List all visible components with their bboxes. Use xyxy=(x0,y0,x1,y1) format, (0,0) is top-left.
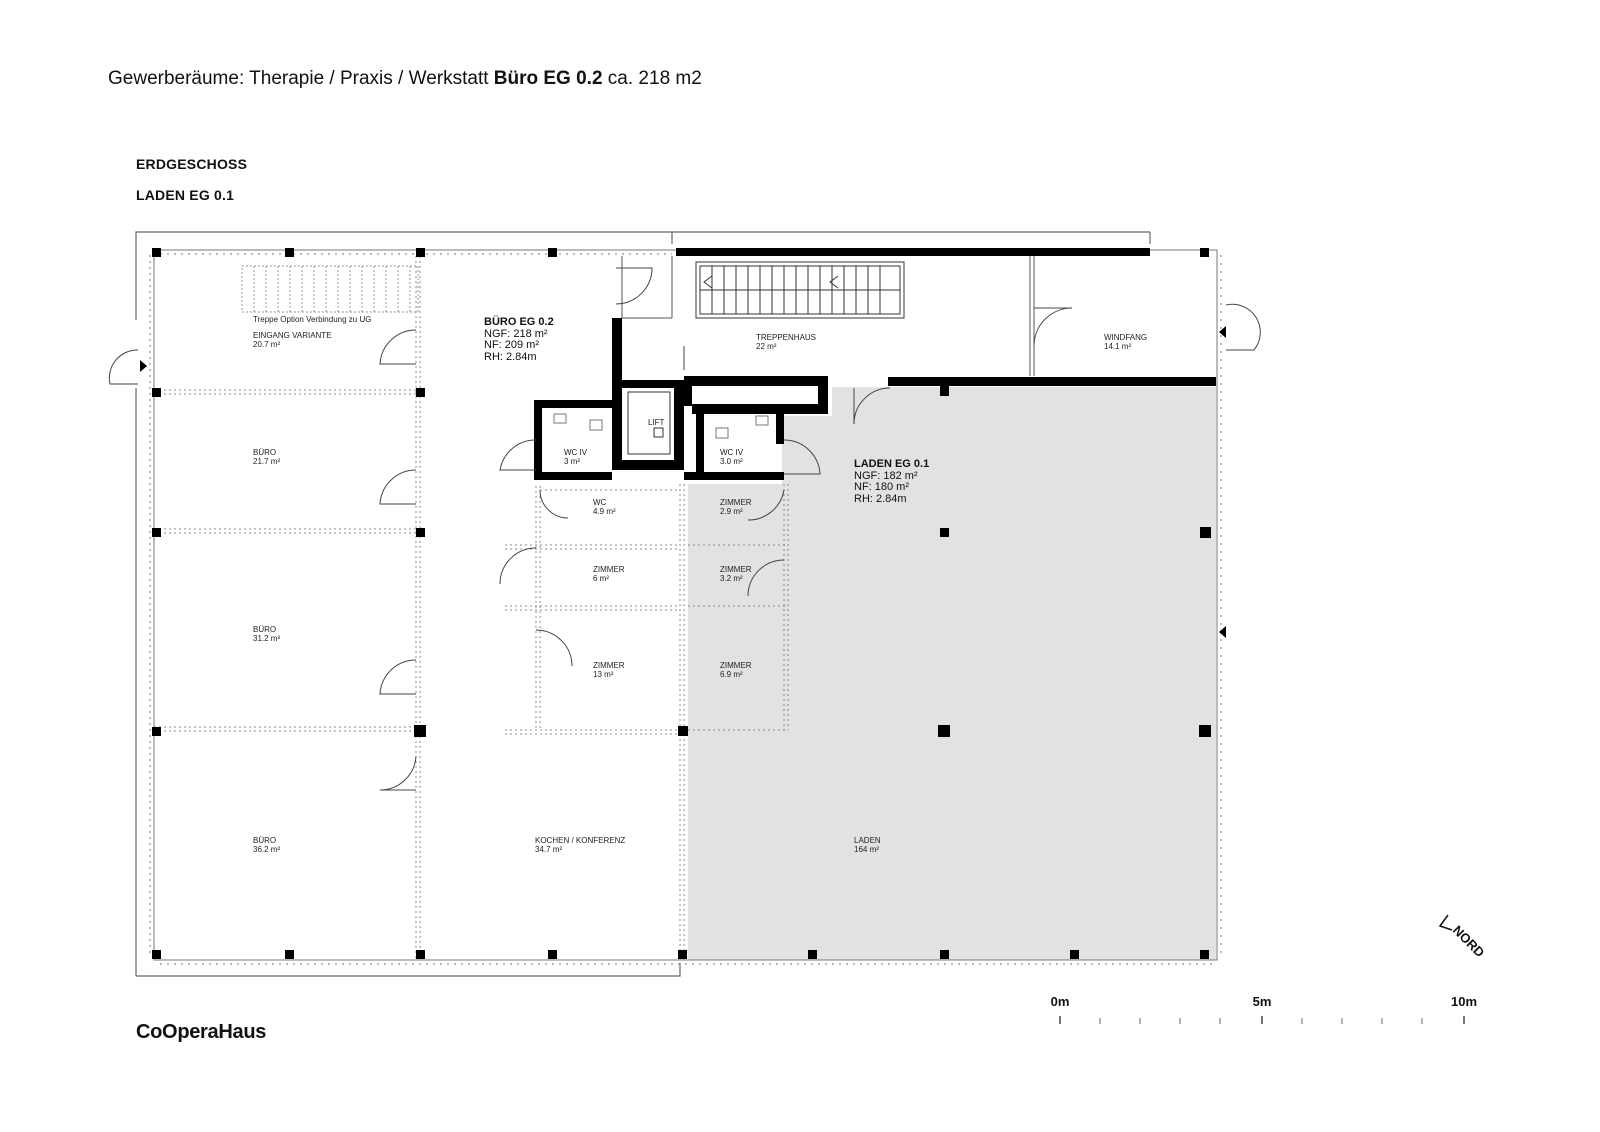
room-laden-name: LADEN xyxy=(854,836,881,845)
laden-area xyxy=(688,387,1216,960)
staircase xyxy=(695,261,905,319)
unit-buero-title: BÜRO EG 0.2 xyxy=(484,315,554,328)
room-zimmer29-area: 2.9 m² xyxy=(720,507,743,516)
room-wciv-right-area: 3.0 m² xyxy=(720,457,743,466)
room-zimmer69-area: 6.9 m² xyxy=(720,670,743,679)
room-windfang-area: 14.1 m² xyxy=(1104,342,1131,351)
room-buero1-name: BÜRO xyxy=(253,448,276,457)
room-zimmer6-area: 6 m² xyxy=(593,574,609,583)
room-laden-area: 164 m² xyxy=(854,845,879,854)
room-zimmer6-name: ZIMMER xyxy=(593,565,625,574)
scale-label-10: 10m xyxy=(1451,994,1477,1009)
room-wciv-left-area: 3 m² xyxy=(564,457,580,466)
room-wciv-right-name: WC IV xyxy=(720,448,744,457)
scale-label-5: 5m xyxy=(1253,994,1272,1009)
unit-buero-ngf: NGF: 218 m² xyxy=(484,328,548,340)
doors xyxy=(108,267,1261,791)
room-windfang-name: WINDFANG xyxy=(1104,333,1147,342)
heading-suffix: ca. 218 m2 xyxy=(602,68,702,89)
room-treppenhaus-area: 22 m² xyxy=(756,342,777,351)
room-buero1-area: 21.7 m² xyxy=(253,457,280,466)
room-buero2-area: 31.2 m² xyxy=(253,634,280,643)
room-wciv-left-name: WC IV xyxy=(564,448,588,457)
room-zimmer32-name: ZIMMER xyxy=(720,565,752,574)
brand-logo: CoOperaHaus xyxy=(136,1021,267,1043)
room-lift-name: LIFT xyxy=(648,418,665,427)
room-zimmer32-area: 3.2 m² xyxy=(720,574,743,583)
wc-fixtures xyxy=(553,413,769,439)
lift xyxy=(627,391,671,455)
room-eingang-name: EINGANG VARIANTE xyxy=(253,331,332,340)
room-buero2-name: BÜRO xyxy=(253,625,276,634)
outer-boundary xyxy=(135,231,1151,977)
scale-label-0: 0m xyxy=(1051,994,1070,1009)
room-wc-name: WC xyxy=(593,498,607,507)
heading-prefix: Gewerberäume: Therapie / Praxis / Werkst… xyxy=(108,68,494,89)
room-buero3-name: BÜRO xyxy=(253,836,276,845)
dashed-walls xyxy=(154,256,789,960)
room-kochen-name: KOCHEN / KONFERENZ xyxy=(535,836,625,845)
room-zimmer13-area: 13 m² xyxy=(593,670,614,679)
page-heading: Gewerberäume: Therapie / Praxis / Werkst… xyxy=(108,68,702,90)
unit-buero-nf: NF: 209 m² xyxy=(484,339,539,351)
room-kochen-area: 34.7 m² xyxy=(535,845,562,854)
unit-laden-rh: RH: 2.84m xyxy=(854,493,907,505)
columns xyxy=(152,248,1211,959)
north-label: NORD xyxy=(1450,923,1488,961)
north-arrow: NORD xyxy=(1438,914,1488,961)
thick-walls xyxy=(534,248,1216,480)
room-zimmer13-name: ZIMMER xyxy=(593,661,625,670)
room-buero3-area: 36.2 m² xyxy=(253,845,280,854)
room-treppenhaus-name: TREPPENHAUS xyxy=(756,333,816,342)
unit-title: LADEN EG 0.1 xyxy=(136,187,235,203)
room-wc-area: 4.9 m² xyxy=(593,507,616,516)
room-zimmer29-name: ZIMMER xyxy=(720,498,752,507)
room-eingang-area: 20.7 m² xyxy=(253,340,280,349)
stair-note: Treppe Option Verbindung zu UG xyxy=(253,315,371,324)
unit-laden-title: LADEN EG 0.1 xyxy=(854,458,929,470)
unit-buero-rh: RH: 2.84m xyxy=(484,351,537,363)
entrance-markers xyxy=(140,326,1226,638)
unit-laden-nf: NF: 180 m² xyxy=(854,481,909,493)
room-zimmer69-name: ZIMMER xyxy=(720,661,752,670)
floor-title: ERDGESCHOSS xyxy=(136,156,248,172)
stair-option xyxy=(241,265,419,313)
scale-bar: 0m 5m 10m xyxy=(1051,994,1477,1024)
unit-laden-ngf: NGF: 182 m² xyxy=(854,470,918,482)
partitions xyxy=(621,256,1035,376)
heading-unit: Büro EG 0.2 xyxy=(493,68,603,89)
